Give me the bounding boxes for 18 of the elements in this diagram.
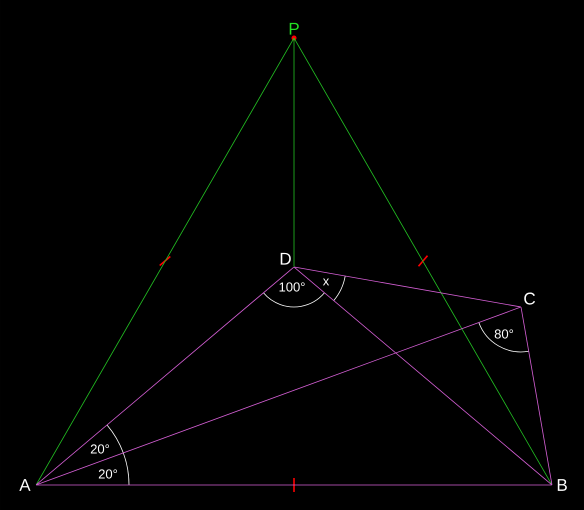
line-segment: [520, 306, 552, 486]
angle-label: 100°: [280, 282, 305, 292]
vertex-label: D: [280, 252, 291, 265]
angle-label: 20°: [90, 444, 110, 454]
angle-label: x: [322, 278, 330, 286]
angle-label: 20°: [98, 469, 118, 479]
line-segment: [294, 266, 522, 308]
line-segment: [294, 266, 552, 486]
vertex-label: B: [558, 479, 567, 491]
line-segment: [36, 38, 294, 486]
vertex-label: C: [524, 292, 536, 305]
line-segment: [36, 266, 294, 486]
angle-label: 80°: [494, 329, 514, 339]
line-segment: [36, 306, 522, 486]
vertex-label: P: [290, 22, 299, 40]
line-segment: [36, 484, 552, 486]
line-segment: [294, 38, 552, 486]
vertex-label: A: [19, 479, 31, 491]
